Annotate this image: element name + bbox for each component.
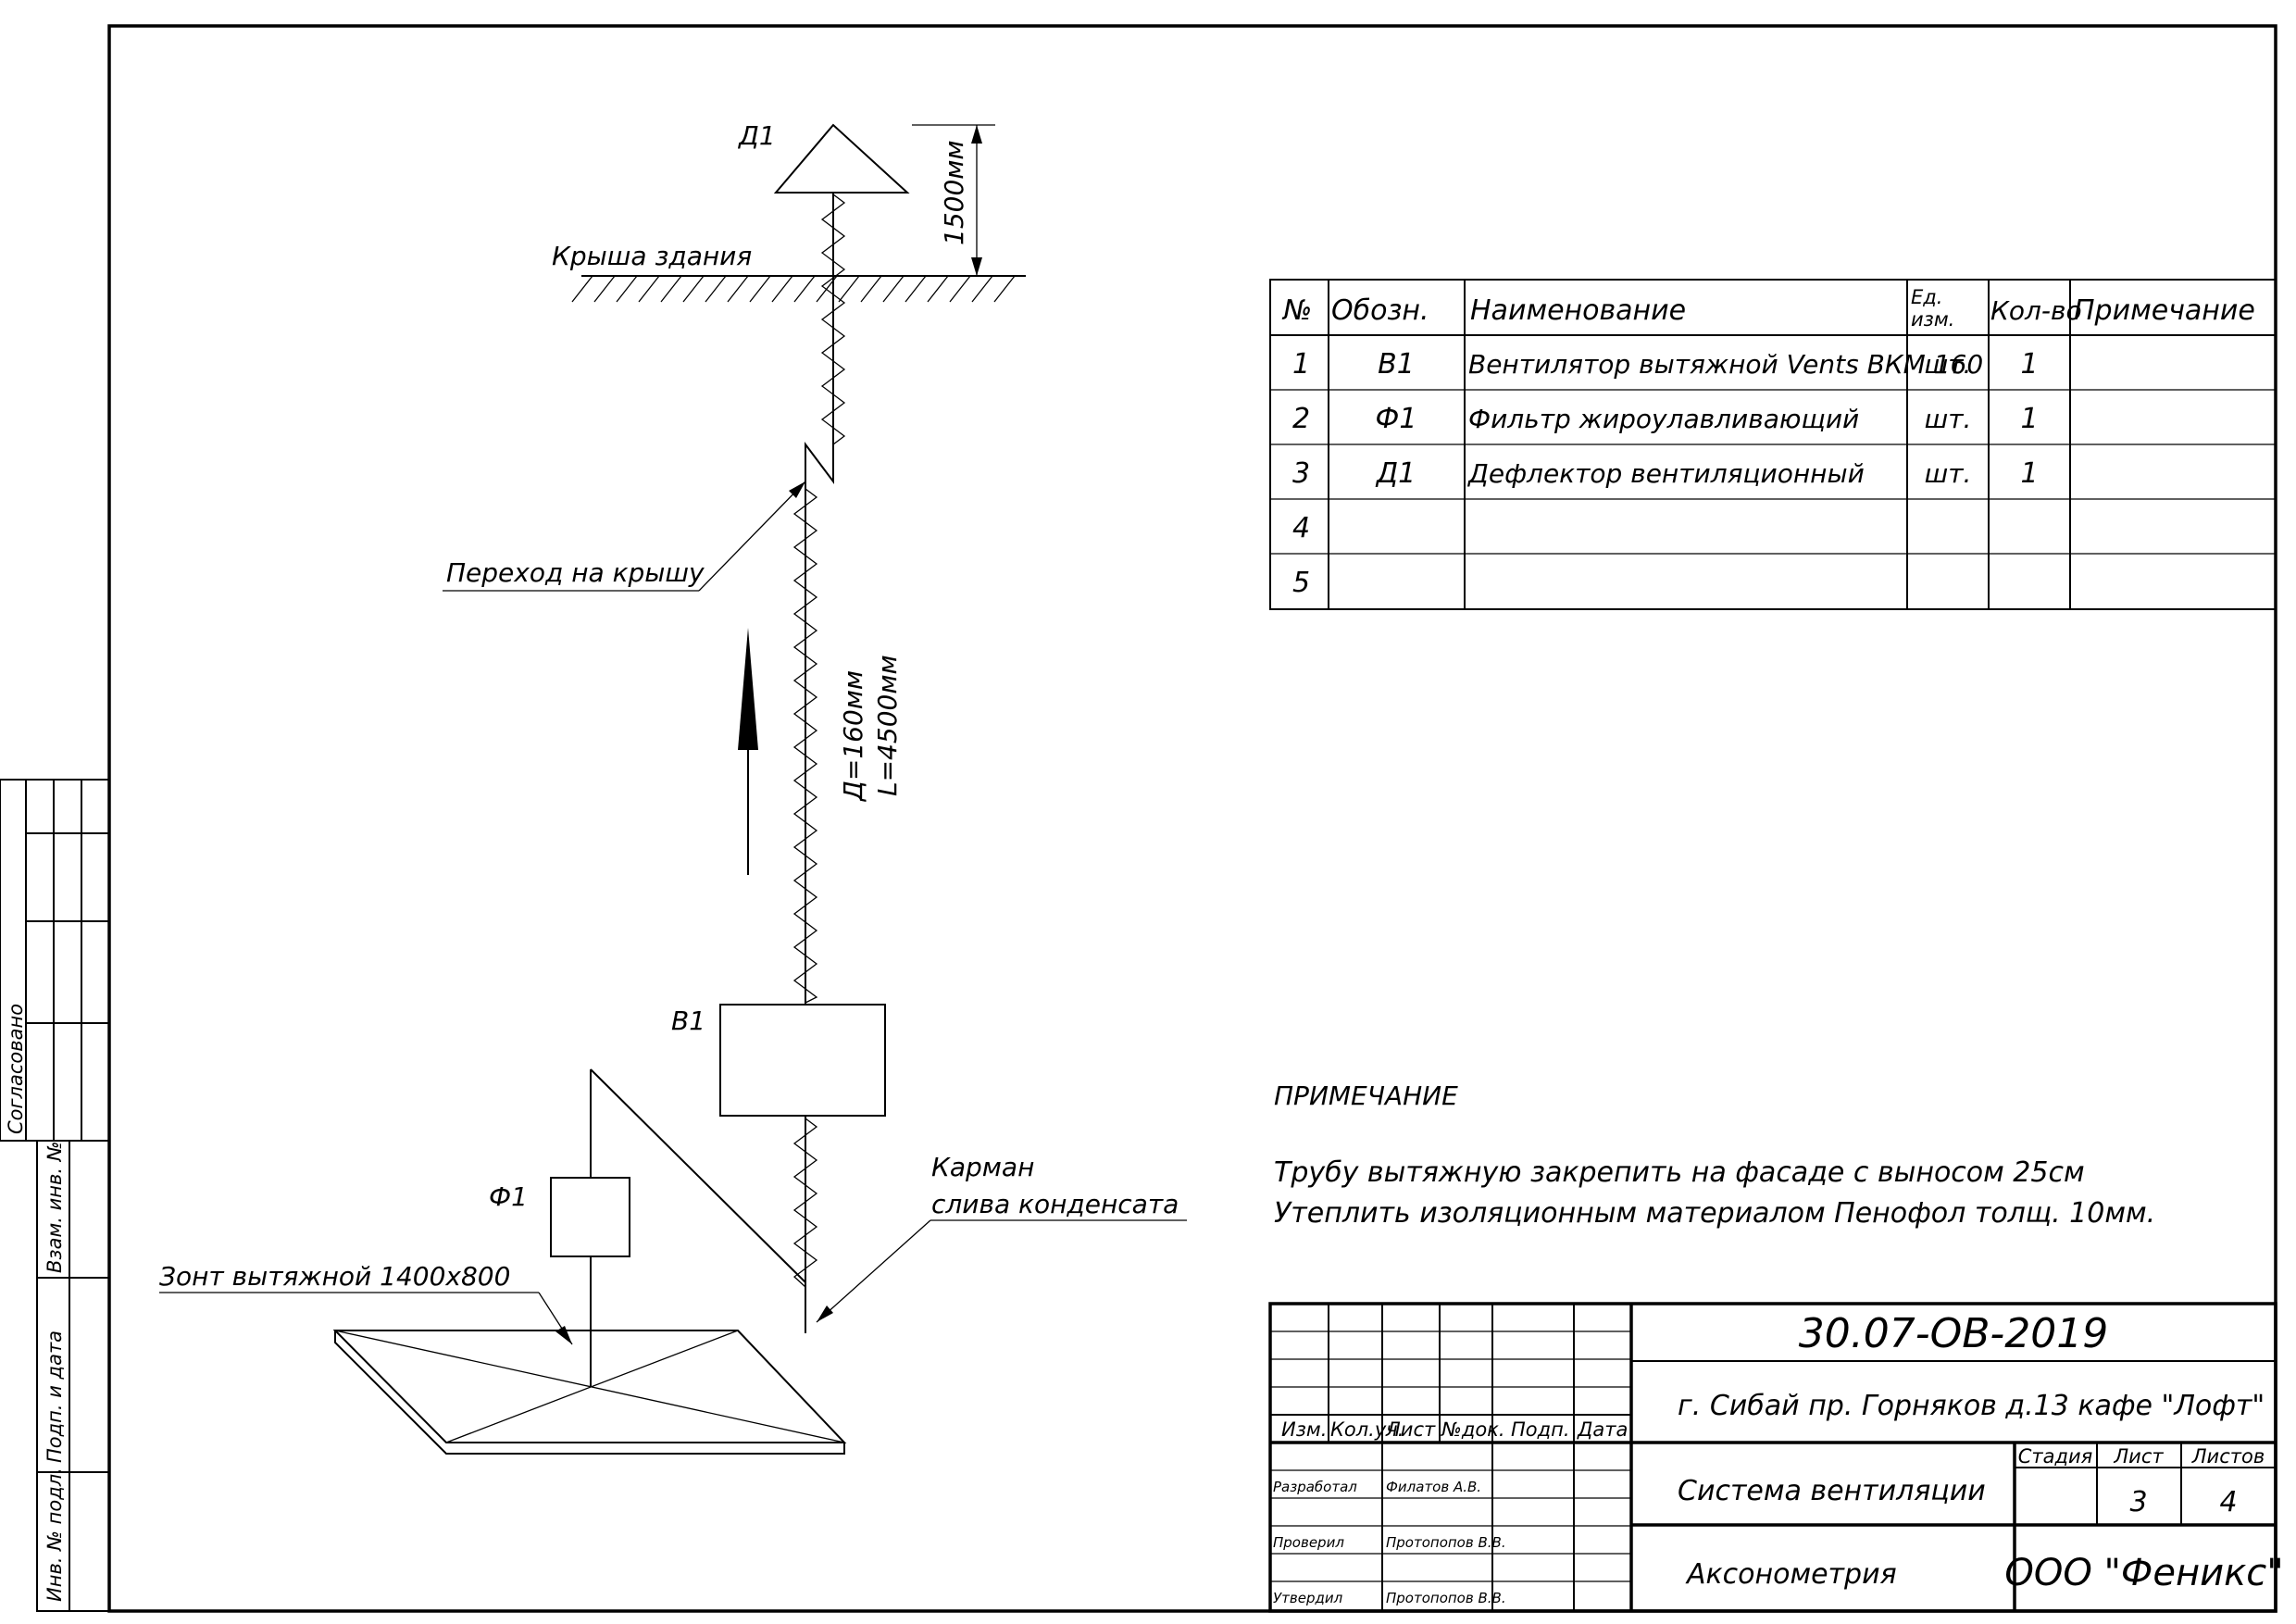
pocket-label-line2: слива конденсата [931,1189,1179,1219]
inv-orig-label: Инв. № подл. [44,1468,66,1602]
roof-hatching [571,275,1016,303]
duct-length-label: L=4500мм [872,655,903,796]
svg-text:Вентилятор вытяжной Vents ВКМ: Вентилятор вытяжной Vents ВКМ 160 [1468,349,1983,380]
svg-text:шт.: шт. [1925,349,1972,380]
flow-arrow-head [738,628,758,750]
name-checker: Протопопов В.В. [1386,1534,1506,1551]
svg-text:1: 1 [2020,457,2038,490]
svg-text:1: 1 [2020,348,2038,381]
sheets-value: 4 [2219,1486,2237,1518]
col-sheet: Лист [1385,1418,1436,1441]
deflector-label: Д1 [737,120,776,151]
role-developer: Разработал [1273,1479,1357,1495]
svg-text:4: 4 [1292,512,1310,544]
name-approver: Протопопов В.В. [1386,1590,1506,1606]
table-row: 4 [1292,512,1310,544]
duct-diameter-label: Д=160мм [838,670,868,803]
inv-replace-label: Взам. инв. № [44,1141,66,1273]
name-developer: Филатов А.В. [1386,1479,1481,1495]
spec-table: № Обозн. Наименование Ед. изм. Кол-во Пр… [1269,279,2277,610]
company-name: ООО "Феникс" [2004,1552,2283,1594]
svg-text:3: 3 [1292,457,1310,490]
doc-code: 30.07-ОВ-2019 [1799,1310,2109,1357]
system-name: Система вентиляции [1678,1475,1986,1507]
title-block: Изм. Кол.уч. Лист №док. Подп. Дата Разра… [1268,1302,2284,1613]
header-unit-line1: Ед. [1911,286,1942,308]
table-row: 5 [1292,567,1310,599]
deflector-symbol [773,123,910,194]
roof-dimension-label: 1500мм [939,140,969,245]
role-checker: Проверил [1273,1534,1344,1551]
header-code: Обозн. [1331,294,1429,327]
svg-text:шт.: шт. [1925,458,1972,489]
header-unit-line2: изм. [1911,308,1954,331]
ventilation-diagram: Д1 1500мм Крыша здания Д=160мм L=4500мм … [159,120,1187,1455]
role-approver: Утвердил [1273,1590,1343,1606]
sheet-value: 3 [2129,1486,2147,1518]
note-line-1: Трубу вытяжную закрепить на фасаде с вын… [1274,1156,2085,1189]
header-qty: Кол-во [1990,295,2082,326]
table-row: 3 Д1 Дефлектор вентиляционный шт. 1 [1292,457,2039,490]
filter-label: Ф1 [489,1181,528,1212]
col-doc-no: №док. [1441,1418,1505,1441]
table-row: 1 В1 Вентилятор вытяжной Vents ВКМ 160 ш… [1292,348,2039,381]
svg-text:1: 1 [1292,348,1310,381]
filter-box [550,1177,630,1257]
sheet-label: Лист [2113,1445,2164,1468]
svg-text:Дефлектор вентиляционный: Дефлектор вентиляционный [1466,458,1865,489]
condensate-pocket-slope [590,1068,806,1283]
condensate-pocket-leader [816,1219,931,1323]
svg-text:Ф1: Ф1 [1376,403,1417,435]
stage-label: Стадия [2018,1445,2093,1468]
sign-date-label: Подп. и дата [44,1330,66,1463]
notes: ПРИМЕЧАНИЕ Трубу вытяжную закрепить на ф… [1274,1081,2155,1230]
duct-insulation-main [792,488,818,1004]
col-sign: Подп. [1511,1418,1570,1441]
roof-label: Крыша здания [552,241,752,271]
svg-text:2: 2 [1292,403,1310,435]
drawing-frame [107,24,2277,1613]
roof-transition-symbol [805,442,834,486]
pocket-label-line1: Карман [931,1152,1034,1182]
address: г. Сибай пр. Горняков д.13 кафе "Лофт" [1678,1390,2265,1422]
agreed-label: Согласовано [5,1004,27,1134]
hood-side [334,1330,845,1455]
note-line-2: Утеплить изоляционным материалом Пенофол… [1274,1197,2155,1230]
svg-text:В1: В1 [1378,348,1415,381]
roof-transition-label: Переход на крышу [446,557,705,588]
note-heading: ПРИМЕЧАНИЕ [1274,1081,1458,1111]
svg-text:шт.: шт. [1925,404,1972,434]
svg-text:Д1: Д1 [1375,457,1416,490]
header-note: Примечание [2074,294,2255,327]
col-change: Изм. [1281,1418,1327,1441]
duct-insulation-upper [820,194,846,445]
svg-text:5: 5 [1292,567,1310,599]
roof-transition-leader [698,481,806,592]
header-num: № [1281,294,1312,327]
header-name: Наименование [1470,294,1686,327]
side-stamp: Согласовано Взам. инв. № Подп. и дата Ин… [0,779,110,1612]
drawing-name: Аксонометрия [1685,1558,1897,1591]
sheets-label: Листов [2191,1445,2265,1468]
fan-label: В1 [671,1006,705,1036]
col-qty-section: Кол.уч. [1330,1418,1404,1441]
hood-label: Зонт вытяжной 1400х800 [159,1261,510,1292]
svg-text:Фильтр жироулавливающий: Фильтр жироулавливающий [1468,404,1859,434]
table-row: 2 Ф1 Фильтр жироулавливающий шт. 1 [1292,403,2039,435]
col-date: Дата [1577,1418,1628,1441]
svg-text:1: 1 [2020,403,2038,435]
fan-box [719,1004,886,1117]
